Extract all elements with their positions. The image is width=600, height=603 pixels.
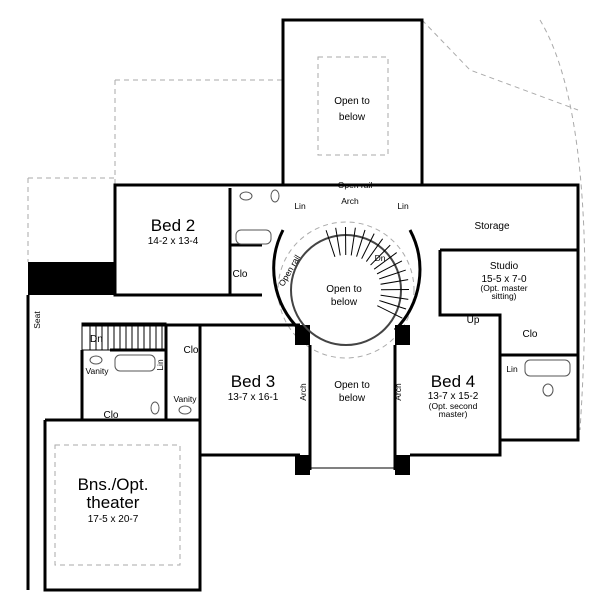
- bed2-size: 14-2 x 13-4: [148, 236, 199, 247]
- open-rail-label: Open rail: [338, 180, 373, 190]
- closet-label: Clo: [522, 329, 537, 340]
- vanity-label: Vanity: [86, 366, 110, 376]
- arch-label: Arch: [341, 196, 359, 206]
- linen-label: Lin: [155, 359, 165, 371]
- seat-label: Seat: [32, 311, 42, 329]
- studio-note-2: sitting): [491, 291, 516, 301]
- arch-label: Arch: [393, 383, 403, 401]
- toilet-icon: [270, 189, 280, 203]
- storage-label: Storage: [474, 221, 509, 232]
- stair-tread: [376, 260, 403, 275]
- bathtub-icon: [524, 359, 571, 377]
- bathtub-icon: [235, 229, 272, 245]
- walls: [26, 18, 580, 592]
- stair-tread: [370, 244, 391, 266]
- linen-label: Lin: [506, 364, 518, 374]
- closet-label: Clo: [232, 269, 247, 280]
- theater-label-2: theater: [87, 493, 140, 512]
- bathtub-icon: [114, 354, 156, 372]
- lin-label: Lin: [397, 201, 409, 211]
- open-center-label: Open to: [334, 380, 370, 391]
- studio-note: (Opt. master: [480, 283, 527, 293]
- bed4-note-2: master): [439, 409, 468, 419]
- roof-outline: [27, 19, 586, 566]
- open-center-label-2: below: [339, 393, 366, 404]
- closet-label: Clo: [103, 410, 118, 421]
- stair-tread: [380, 294, 409, 300]
- theater-size: 17-5 x 20-7: [88, 514, 139, 525]
- stair-tread: [356, 229, 366, 257]
- stair-tread: [361, 233, 375, 259]
- rotunda-label: Open to: [326, 284, 362, 295]
- toilet-icon: [150, 401, 160, 415]
- open-top-label: Open to: [334, 96, 370, 107]
- lin-label: Lin: [294, 201, 306, 211]
- stair-tread: [373, 252, 397, 270]
- stairs-down-label: Dn: [375, 253, 386, 263]
- bed4-size: 13-7 x 15-2: [428, 391, 479, 402]
- closet-label: Clo: [183, 345, 198, 356]
- studio-label: Studio: [490, 261, 519, 272]
- fixtures: [89, 189, 571, 415]
- stairs-up-label: Up: [467, 315, 480, 326]
- rotunda-label-2: below: [331, 297, 358, 308]
- stairs: [81, 226, 410, 351]
- bed3-size: 13-7 x 16-1: [228, 392, 279, 403]
- sink-icon: [89, 355, 103, 365]
- stair-tread: [380, 279, 409, 285]
- toilet-icon: [542, 383, 554, 397]
- stair-tread: [379, 300, 407, 310]
- open-rail-label: Open rail: [276, 253, 302, 288]
- theater-label: Bns./Opt.: [78, 475, 149, 494]
- open-top-label-2: below: [339, 112, 366, 123]
- stairs-down-label: Dn: [90, 334, 103, 345]
- sink-icon: [178, 405, 192, 415]
- stair-tread: [377, 305, 403, 319]
- arch-label: Arch: [298, 383, 308, 401]
- bed3-label: Bed 3: [231, 372, 275, 391]
- bed4-note: (Opt. second: [429, 401, 478, 411]
- stair-tread: [365, 238, 384, 262]
- stair-tread: [379, 269, 406, 280]
- stair-tread: [325, 230, 336, 257]
- stair-tread: [335, 227, 341, 256]
- vanity-label: Vanity: [174, 394, 198, 404]
- bed2-label: Bed 2: [151, 216, 195, 235]
- stair-tread: [350, 227, 356, 256]
- bed4-label: Bed 4: [431, 372, 475, 391]
- studio-size: 15-5 x 7-0: [481, 274, 526, 285]
- sink-icon: [239, 191, 253, 201]
